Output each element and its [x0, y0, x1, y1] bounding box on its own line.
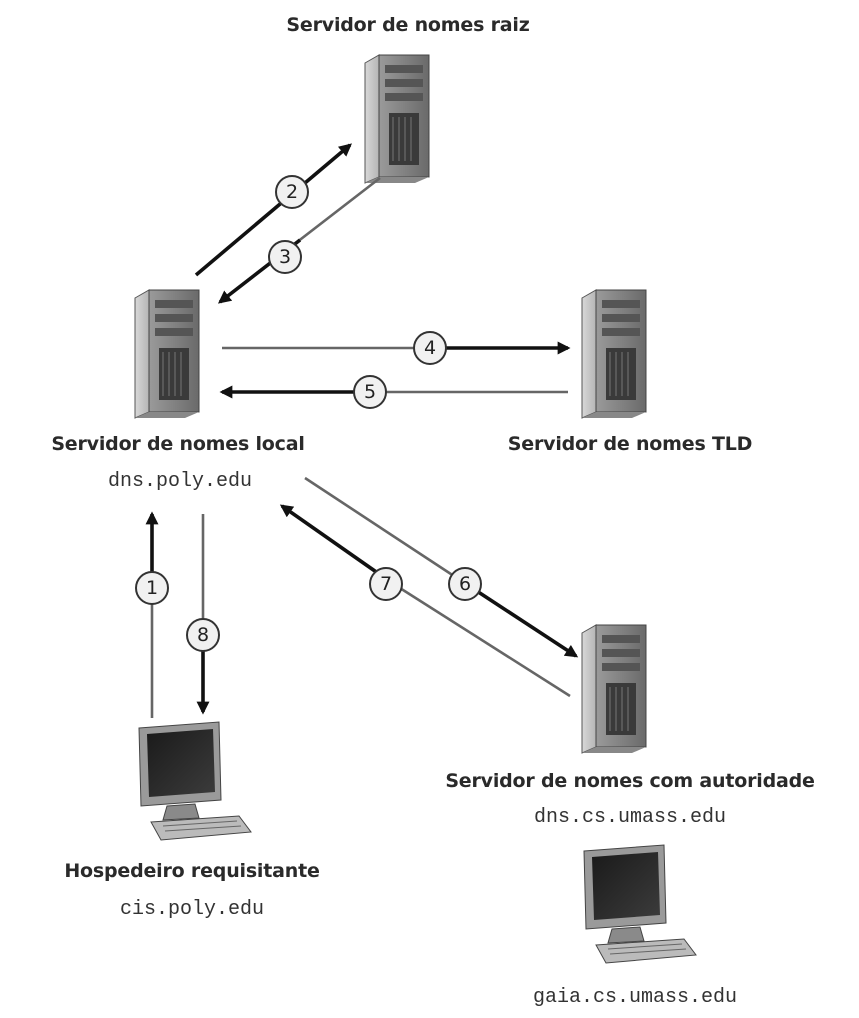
requesting-host-computer-icon: [138, 721, 252, 841]
step-7-badge: 7: [369, 567, 403, 601]
tld-server-icon: [581, 289, 647, 419]
step-3-badge: 3: [268, 240, 302, 274]
requesting-host-hostname: cis.poly.edu: [119, 898, 265, 921]
authoritative-server-title: Servidor de nomes com autoridade: [445, 770, 815, 792]
arrow-2: [194, 143, 352, 277]
tld-server-title: Servidor de nomes TLD: [507, 433, 753, 455]
line-7: [391, 581, 571, 698]
line-6: [304, 476, 461, 582]
target-host-hostname: gaia.cs.umass.edu: [532, 986, 738, 1009]
step-1-badge: 1: [135, 571, 169, 605]
step-5-badge: 5: [353, 375, 387, 409]
local-server-hostname: dns.poly.edu: [107, 470, 253, 493]
arrow-7: [279, 504, 394, 585]
authoritative-server-hostname: dns.cs.umass.edu: [533, 806, 727, 829]
root-server-title: Servidor de nomes raiz: [286, 14, 530, 36]
authoritative-server-icon: [581, 624, 647, 754]
root-server-icon: [364, 54, 430, 184]
local-server-icon: [134, 289, 200, 419]
local-server-title: Servidor de nomes local: [51, 433, 305, 455]
step-2-badge: 2: [275, 175, 309, 209]
step-8-badge: 8: [186, 618, 220, 652]
step-6-badge: 6: [448, 567, 482, 601]
target-host-computer-icon: [583, 844, 697, 964]
requesting-host-title: Hospedeiro requisitante: [64, 860, 320, 882]
step-4-badge: 4: [413, 331, 447, 365]
